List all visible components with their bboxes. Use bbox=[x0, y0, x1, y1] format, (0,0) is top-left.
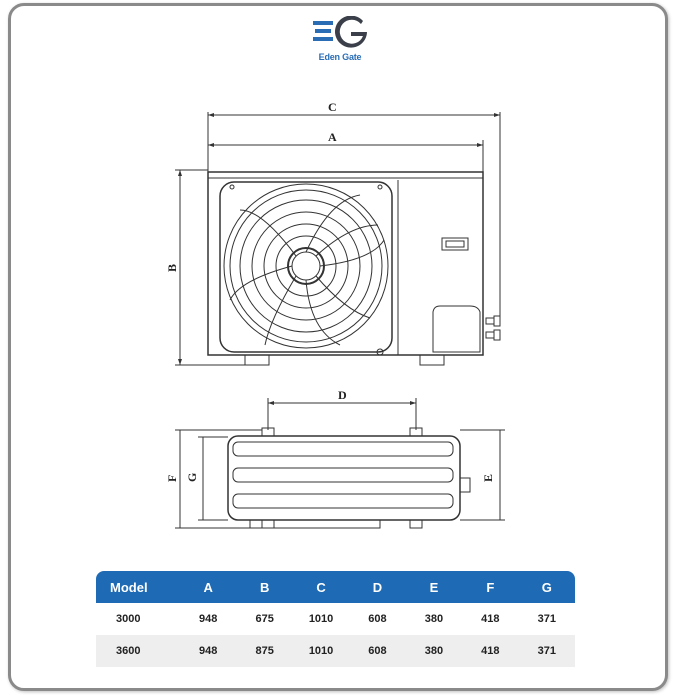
col-header-model: Model bbox=[96, 571, 180, 603]
dimension-spec-table: Model A B C D E F G 3000 948 675 1010 60… bbox=[96, 571, 575, 667]
col-header-b: B bbox=[236, 571, 293, 603]
cell-d: 608 bbox=[349, 603, 406, 635]
cell-a: 948 bbox=[180, 635, 237, 667]
cell-model: 3600 bbox=[96, 635, 180, 667]
col-header-c: C bbox=[292, 571, 350, 603]
cell-c: 1010 bbox=[292, 603, 350, 635]
cell-c: 1010 bbox=[292, 635, 350, 667]
unit-dimension-drawing: C A B D F G E bbox=[165, 100, 505, 529]
cell-f: 418 bbox=[462, 635, 519, 667]
brand-name: Eden Gate bbox=[318, 52, 362, 62]
cell-d: 608 bbox=[349, 635, 406, 667]
dim-label-a: A bbox=[328, 130, 337, 144]
col-header-f: F bbox=[462, 571, 519, 603]
cell-a: 948 bbox=[180, 603, 237, 635]
cell-b: 675 bbox=[236, 603, 293, 635]
cell-e: 380 bbox=[405, 603, 463, 635]
table-header-row: Model A B C D E F G bbox=[96, 571, 575, 603]
dim-label-e: E bbox=[481, 474, 495, 482]
col-header-e: E bbox=[405, 571, 463, 603]
brand-logo: Eden Gate bbox=[305, 15, 375, 68]
dim-label-c: C bbox=[328, 100, 337, 114]
table-row: 3600 948 875 1010 608 380 418 371 bbox=[96, 635, 575, 667]
cell-b: 875 bbox=[236, 635, 293, 667]
dim-label-f: F bbox=[165, 475, 179, 482]
col-header-a: A bbox=[180, 571, 237, 603]
cell-g: 371 bbox=[518, 635, 575, 667]
col-header-g: G bbox=[518, 571, 575, 603]
cell-f: 418 bbox=[462, 603, 519, 635]
dim-label-b: B bbox=[165, 264, 179, 272]
cell-e: 380 bbox=[405, 635, 463, 667]
cell-g: 371 bbox=[518, 603, 575, 635]
cell-model: 3000 bbox=[96, 603, 180, 635]
table-row: 3000 948 675 1010 608 380 418 371 bbox=[96, 603, 575, 635]
dim-label-g: G bbox=[185, 473, 199, 482]
eg-logo-icon bbox=[313, 15, 367, 48]
col-header-d: D bbox=[349, 571, 406, 603]
dim-label-d: D bbox=[338, 388, 347, 402]
